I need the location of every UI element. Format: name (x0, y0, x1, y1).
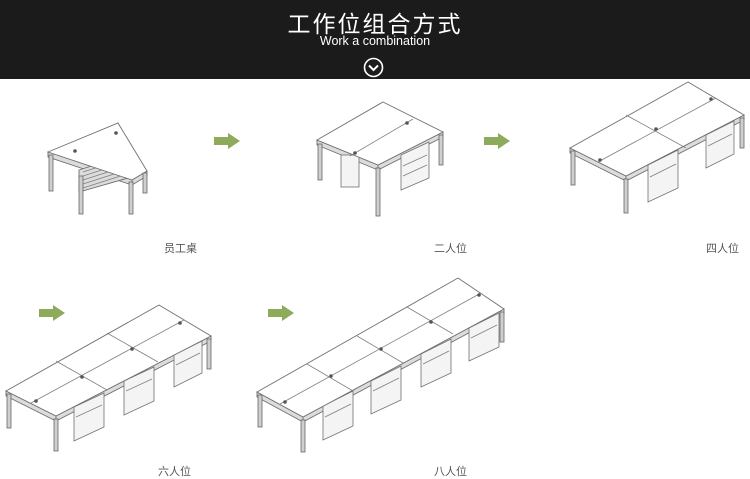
two-person-desk-illustration (315, 101, 445, 217)
four-person-desk-illustration (569, 81, 745, 214)
eight-person-desk-illustration (256, 277, 505, 453)
layout-label-four: 四人位 (706, 242, 739, 255)
header-banner: 工作位组合方式 Work a combination (0, 0, 750, 79)
layout-label-single: 员工桌 (164, 242, 197, 255)
six-person-desk-illustration (5, 304, 212, 452)
arrow-right-icon (214, 133, 240, 149)
page-title: 工作位组合方式 (287, 12, 463, 38)
layout-label-two: 二人位 (434, 242, 467, 255)
page-subtitle: Work a combination (319, 34, 431, 48)
chevron-down-circle-icon[interactable] (363, 57, 384, 78)
arrow-right-icon (268, 305, 294, 321)
single-desk-illustration (46, 122, 148, 215)
arrow-right-icon (484, 133, 510, 149)
layout-label-eight: 八人位 (434, 465, 467, 478)
layout-label-six: 六人位 (158, 465, 191, 478)
arrow-right-icon (39, 305, 65, 321)
